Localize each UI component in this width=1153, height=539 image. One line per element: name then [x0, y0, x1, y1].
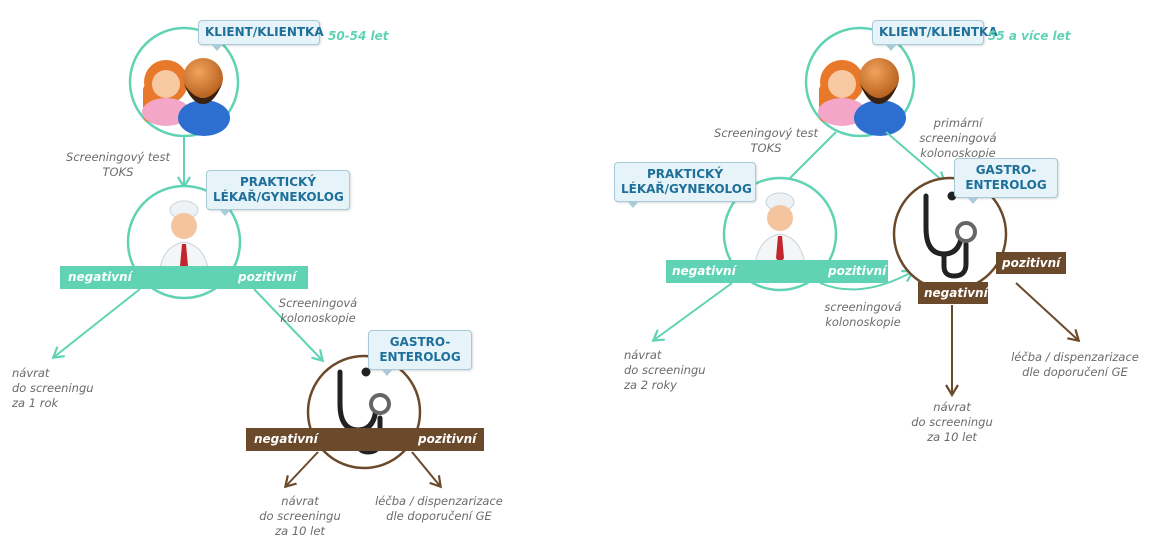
arrow-ge-positive-right — [1015, 282, 1081, 343]
ge-negative-label-left: negativní — [254, 432, 318, 446]
ge-callout-right: GASTRO- ENTEROLOG — [954, 158, 1058, 204]
clients-icon — [818, 58, 906, 136]
arrow-gp-negative-left — [51, 288, 141, 359]
primary-colonoscopy-label-right: primární screeningová kolonoskopie — [919, 116, 997, 160]
test-label-left: Screeningový test TOKS — [66, 150, 170, 179]
treatment-label-left: léčba / dispenzarizace dle doporučení GE — [375, 494, 503, 523]
arrow-ge-positive-left — [411, 451, 442, 489]
gp-band-left — [60, 266, 308, 289]
arrow-gp-positive-left — [253, 288, 325, 363]
arrow-gp-negative-right — [651, 282, 733, 342]
stethoscope-icon — [923, 191, 977, 279]
gp-negative-label-left: negativní — [68, 270, 132, 284]
ge-callout-left: GASTRO- ENTEROLOG — [368, 330, 472, 376]
clients-icon — [142, 58, 230, 136]
age-label-left: 50-54 let — [328, 29, 389, 43]
return-10-label-left: návrat do screeningu za 10 let — [259, 494, 341, 538]
ge-positive-band-right — [996, 252, 1066, 274]
return-2-label-right: návrat do screeningu za 2 roky — [624, 348, 706, 392]
client-node-right — [804, 26, 916, 138]
ge-negative-label-right: negativní — [924, 286, 988, 300]
ge-positive-label-left: pozitivní — [418, 432, 477, 446]
gp-negative-label-right: negativní — [672, 264, 736, 278]
ge-band-left — [246, 428, 484, 451]
return-1-label-left: návrat do screeningu za 1 rok — [12, 366, 94, 410]
arrow-gp-positive-right — [819, 269, 915, 291]
client-callout-left: KLIENT/KLIENTKA — [198, 20, 324, 51]
gp-callout-left: PRAKTICKÝ LÉKAŘ/GYNEKOLOG — [206, 170, 350, 216]
client-callout-right: KLIENT/KLIENTKA — [872, 20, 998, 51]
gp-callout-right: PRAKTICKÝ LÉKAŘ/GYNEKOLOG — [614, 162, 756, 208]
colonoscopy-label-left: Screeningová kolonoskopie — [278, 296, 358, 325]
ge-negative-band-right — [918, 282, 988, 304]
gp-positive-label-right: pozitivní — [828, 264, 887, 278]
gp-band-right — [666, 260, 888, 283]
client-node-left — [128, 26, 240, 138]
colonoscopy-label-right: screeningová kolonoskopie — [824, 300, 902, 329]
arrow-ge-negative-left — [283, 451, 319, 489]
gp-positive-label-left: pozitivní — [238, 270, 297, 284]
ge-positive-label-right: pozitivní — [1002, 256, 1061, 270]
ge-node-left — [306, 354, 422, 470]
treatment-label-right: léčba / dispenzarizace dle doporučení GE — [1011, 350, 1139, 379]
arrow-client-ge-right — [885, 131, 947, 185]
test-label-right: Screeningový test TOKS — [714, 126, 818, 155]
ge-node-right — [892, 176, 1008, 292]
age-label-right: 55 a více let — [988, 29, 1071, 43]
return-10-label-right: návrat do screeningu za 10 let — [911, 400, 993, 444]
